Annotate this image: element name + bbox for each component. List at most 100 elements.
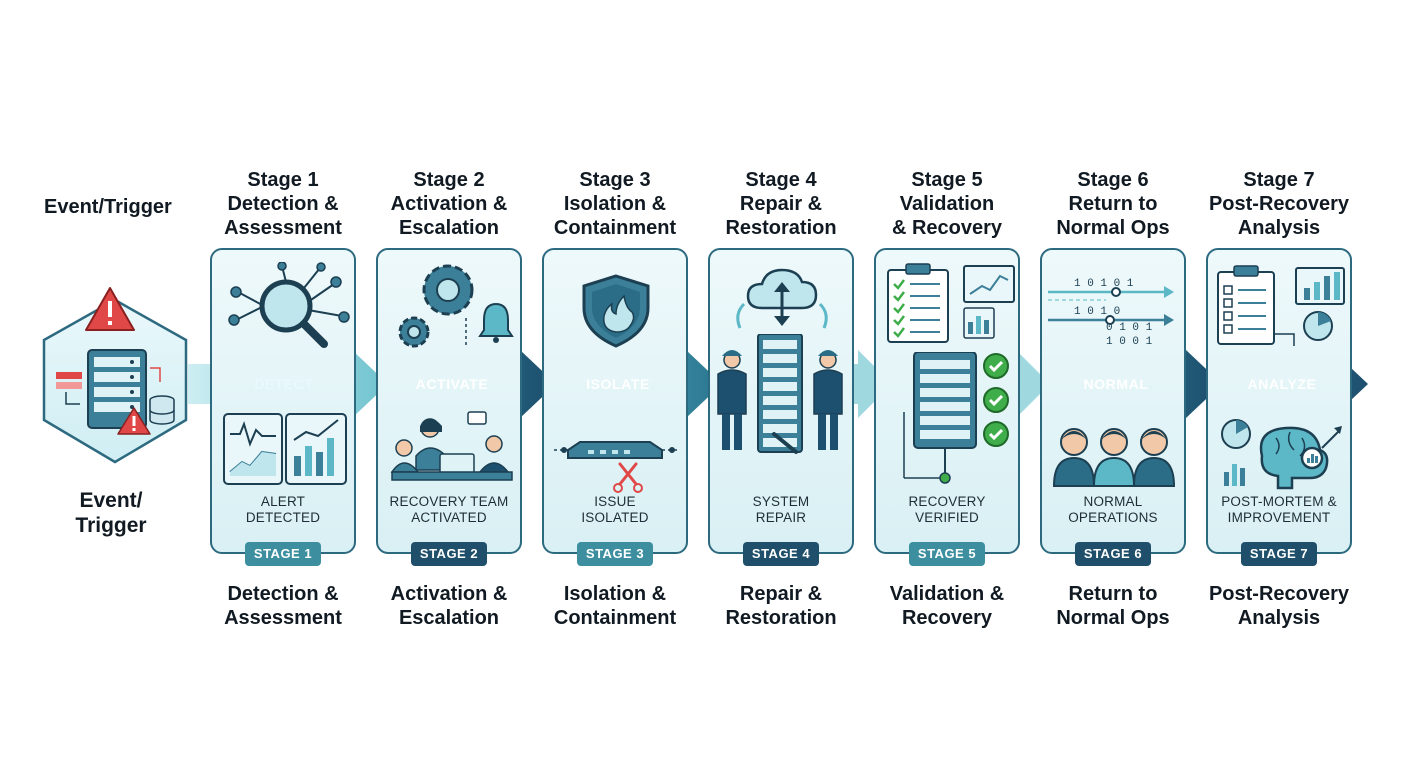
caption-line: DETECTED xyxy=(245,510,321,525)
footer-line: Detection & xyxy=(227,583,339,605)
stage-title-line: Post-Recovery xyxy=(1208,193,1350,215)
caption-line: ISOLATED xyxy=(581,510,649,525)
stage-title-line: Detection & xyxy=(227,193,339,215)
caption-line: ALERT xyxy=(260,494,306,509)
people-icon xyxy=(1052,420,1178,495)
error-bars-icon xyxy=(56,367,161,405)
server-checks-icon xyxy=(900,351,1012,491)
small-warning-icon xyxy=(117,407,151,435)
caption-line: RECOVERY TEAM xyxy=(389,494,509,509)
arrow-label-6: NORMAL xyxy=(1083,376,1149,392)
stage-3-badge: STAGE 3 xyxy=(577,542,653,566)
event-trigger-top-label: Event/Trigger xyxy=(44,196,172,218)
footer-line: Recovery xyxy=(901,607,993,629)
caption-line: POST-MORTEM & xyxy=(1221,494,1337,509)
arrow-label-7: ANALYZE xyxy=(1247,376,1317,392)
event-trigger-bottom-label: Event/ Trigger xyxy=(75,489,147,537)
caption-line: SYSTEM xyxy=(752,494,810,509)
stage-number-label: Stage 6 xyxy=(1077,169,1149,191)
footer-line: Escalation xyxy=(398,607,500,629)
stage-2-footer: Activation &Escalation xyxy=(366,582,532,630)
stage-title-line: Validation xyxy=(899,193,995,215)
stage-number-label: Stage 5 xyxy=(911,169,983,191)
footer-line: Validation & xyxy=(889,583,1005,605)
footer-line: Analysis xyxy=(1237,607,1321,629)
stage-number-label: Stage 7 xyxy=(1243,169,1315,191)
stage-4-badge: STAGE 4 xyxy=(743,542,819,566)
event-trigger-hexagon xyxy=(42,287,188,464)
stage-7-badge: STAGE 7 xyxy=(1241,542,1317,566)
stage-number-label: Stage 1 xyxy=(247,169,319,191)
stage-title-line: Normal Ops xyxy=(1056,217,1170,239)
checklist-charts-icon xyxy=(886,262,1016,353)
stage-title-line: Restoration xyxy=(725,217,837,239)
alert-warning-icon xyxy=(85,287,135,331)
stage-number-label: Stage 3 xyxy=(579,169,651,191)
database-icon xyxy=(149,395,175,425)
stage-2-card xyxy=(376,248,522,554)
server-icon xyxy=(87,349,147,429)
report-charts-icon xyxy=(1216,264,1346,357)
stage-4-footer: Repair &Restoration xyxy=(698,582,864,630)
stage-title-line: Activation & xyxy=(390,193,508,215)
stage-3-card xyxy=(542,248,688,554)
cloud-sync-icon xyxy=(732,264,832,339)
stage-1-footer: Detection &Assessment xyxy=(200,582,366,630)
stage-1-badge: STAGE 1 xyxy=(245,542,321,566)
network-switch-cut-icon xyxy=(554,430,682,505)
stage-5-footer: Validation &Recovery xyxy=(864,582,1030,630)
arrow-label-2: ACTIVATE xyxy=(415,376,489,392)
footer-line: Containment xyxy=(553,607,677,629)
arrow-repair xyxy=(850,350,892,418)
caption-line: ACTIVATED xyxy=(411,510,487,525)
caption-line: ISSUE xyxy=(594,494,636,509)
stage-6-card: 1 0 1 0 1 1 0 1 0 0 1 0 1 1 0 0 1 xyxy=(1040,248,1186,554)
caption-line: VERIFIED xyxy=(915,510,979,525)
svg-text:1 0 1 0: 1 0 1 0 xyxy=(1074,306,1120,318)
shield-fire-icon xyxy=(574,272,660,357)
stage-title-line: Return to xyxy=(1068,193,1158,215)
monitoring-charts-icon xyxy=(222,410,350,493)
stage-title-line: Repair & xyxy=(739,193,823,215)
footer-line: Isolation & xyxy=(563,583,667,605)
stage-title-line: Assessment xyxy=(224,217,342,239)
svg-text:1 0 0 1: 1 0 0 1 xyxy=(1106,336,1153,348)
caption-line: OPERATIONS xyxy=(1068,510,1158,525)
stage-7-card xyxy=(1206,248,1352,554)
team-meeting-icon xyxy=(390,410,514,489)
stage-4-card xyxy=(708,248,854,554)
stage-title-line: Containment xyxy=(553,217,677,239)
technicians-server-icon xyxy=(714,333,848,489)
caption-line: RECOVERY xyxy=(908,494,986,509)
stage-5-card xyxy=(874,248,1020,554)
footer-line: Repair & xyxy=(739,583,823,605)
stage-title-line: & Recovery xyxy=(891,217,1003,239)
stage-6-badge: STAGE 6 xyxy=(1075,542,1151,566)
brain-analytics-icon xyxy=(1218,416,1346,505)
stage-title-line: Analysis xyxy=(1237,217,1321,239)
svg-text:1 0 1 0 1: 1 0 1 0 1 xyxy=(1074,278,1134,290)
stage-1-card xyxy=(210,248,356,554)
caption-line: IMPROVEMENT xyxy=(1227,510,1331,525)
stage-title-line: Isolation & xyxy=(563,193,667,215)
caption-line: REPAIR xyxy=(755,510,807,525)
stage-title-line: Escalation xyxy=(398,217,500,239)
binary-data-flow-icon: 1 0 1 0 1 1 0 1 0 0 1 0 1 1 0 0 1 xyxy=(1046,272,1178,357)
footer-line: Activation & xyxy=(390,583,508,605)
arrow-label-1: DETECT xyxy=(254,376,314,392)
footer-line: Restoration xyxy=(725,607,837,629)
gears-bell-icon xyxy=(388,258,516,359)
stage-5-badge: STAGE 5 xyxy=(909,542,985,566)
